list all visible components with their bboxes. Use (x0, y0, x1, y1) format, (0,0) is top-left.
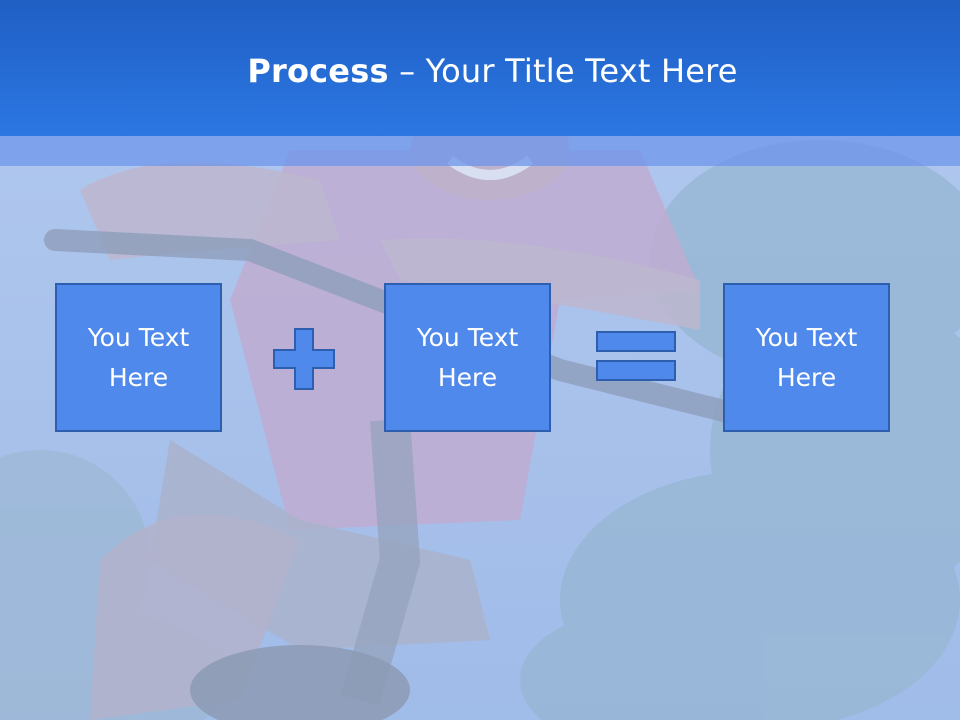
process-box-3-text: You Text Here (755, 322, 858, 392)
process-box-3[interactable]: You Text Here (723, 283, 890, 432)
process-box-1[interactable]: You Text Here (55, 283, 222, 432)
title-bold: Process (247, 52, 389, 90)
process-box-2[interactable]: You Text Here (384, 283, 551, 432)
title-bar (0, 0, 960, 136)
equals-icon (596, 331, 676, 381)
title-bar-accent (0, 136, 960, 166)
slide-title[interactable]: Process – Your Title Text Here (0, 52, 960, 90)
process-box-2-text: You Text Here (416, 322, 519, 392)
title-rest: – Your Title Text Here (388, 52, 738, 90)
process-box-1-text: You Text Here (87, 322, 190, 392)
plus-icon (273, 328, 335, 390)
